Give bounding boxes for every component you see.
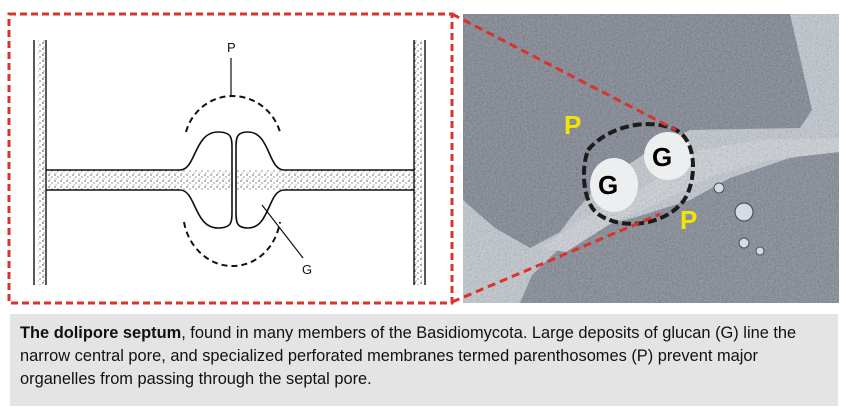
caption-title: The dolipore septum [20,324,182,342]
micrograph-label-g1: G [598,170,618,200]
septum-left [46,170,232,190]
micrograph-label-p2: P [680,205,697,235]
left-swelling-outline [46,131,233,229]
micrograph-label-g2: G [652,142,672,172]
glucan-body-2 [644,132,692,180]
caption-text: , found in many members of the Basidiomy… [20,324,797,388]
parenthosome-ring [581,122,695,226]
glucan-body-1 [590,158,638,212]
zoom-connector-top [451,12,677,132]
micrograph-label-p1: P [564,110,581,140]
right-cell-wall [414,40,422,285]
leader-line-g [261,204,304,259]
septum-right [236,170,414,190]
diagram-label-g: G [302,262,312,277]
zoom-connector-bottom [451,212,661,304]
left-cell-wall [38,40,46,285]
highlight-box [7,12,454,305]
right-swelling-outline [235,131,414,229]
caption-box: The dolipore septum, found in many membe… [10,314,838,406]
diagram-label-p: P [227,40,236,55]
figure: P G G G P P [7,12,839,305]
parenthosome-lower [183,221,281,268]
septum-diagram: P G [33,40,426,285]
parenthosome-upper [185,94,281,133]
electron-micrograph: G G P P [463,14,839,303]
